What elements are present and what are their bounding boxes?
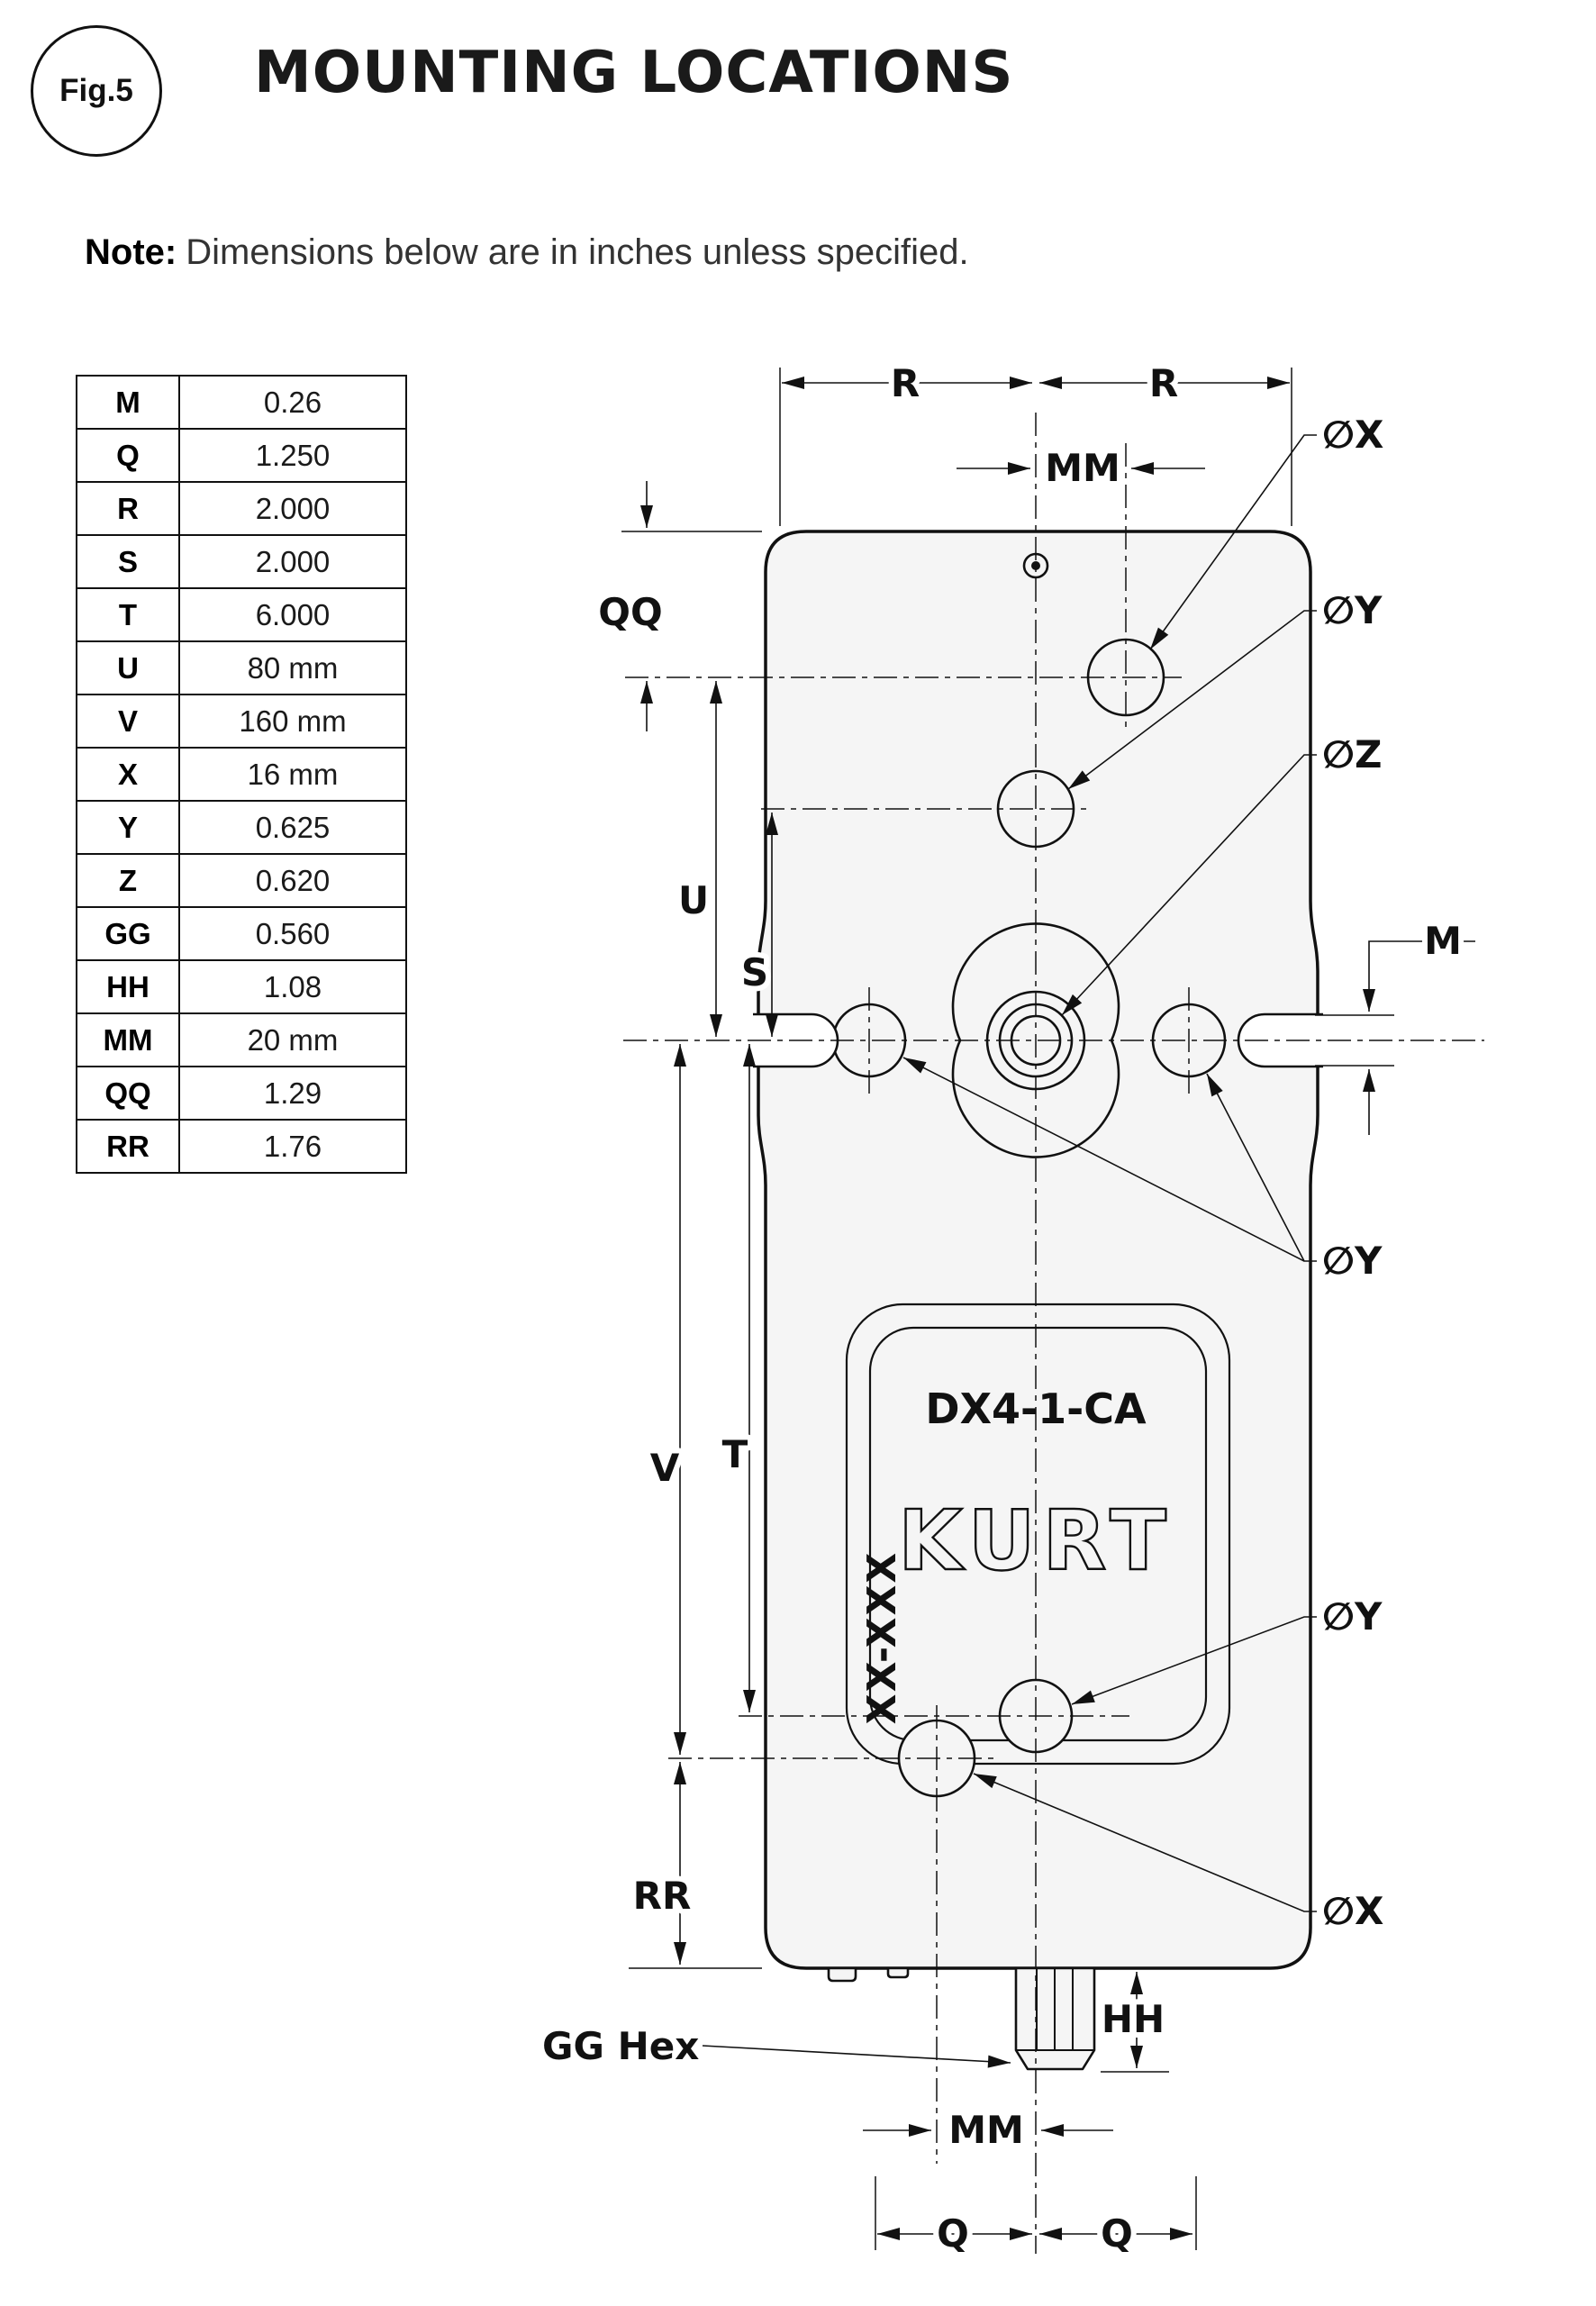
brand-marking: KURT bbox=[898, 1493, 1174, 1589]
vise-body-outline bbox=[757, 530, 1319, 2071]
callout-dia-y-mid: ∅Y bbox=[1322, 1239, 1383, 1283]
note-label: Note: bbox=[85, 232, 177, 272]
dim-label-q-left: Q bbox=[937, 2211, 969, 2256]
dim-label-r-left: R bbox=[891, 361, 920, 405]
dim-label: QQ bbox=[76, 1066, 180, 1121]
dim-label: Q bbox=[76, 428, 180, 483]
extension-lines bbox=[621, 368, 1394, 2250]
dim-label: U bbox=[76, 640, 180, 695]
dim-value: 1.29 bbox=[178, 1066, 407, 1121]
hole-callouts: ∅X ∅Y ∅Z ∅Y ∅Y ∅X bbox=[1317, 407, 1389, 1938]
dim-value: 0.620 bbox=[178, 853, 407, 908]
dim-label: GG bbox=[76, 906, 180, 961]
note-text: Dimensions below are in inches unless sp… bbox=[186, 232, 969, 272]
dim-label-u: U bbox=[678, 878, 709, 922]
callout-dia-x-bottom: ∅X bbox=[1322, 1889, 1383, 1933]
dim-label: Z bbox=[76, 853, 180, 908]
dim-label-gg-hex: GG Hex bbox=[542, 2024, 699, 2068]
callout-dia-y-top: ∅Y bbox=[1322, 588, 1383, 632]
callout-dia-z: ∅Z bbox=[1322, 732, 1382, 776]
dim-value: 1.250 bbox=[178, 428, 407, 483]
dim-value: 1.08 bbox=[178, 959, 407, 1014]
dim-value: 20 mm bbox=[178, 1012, 407, 1067]
dim-label-m: M bbox=[1424, 919, 1462, 963]
dim-value: 16 mm bbox=[178, 747, 407, 802]
dimension-lines bbox=[640, 377, 1475, 2240]
dim-label: MM bbox=[76, 1012, 180, 1067]
dim-label-hh: HH bbox=[1102, 1997, 1165, 2041]
dimension-labels: R R MM QQ U S T V M RR HH MM Q Q GG Hex bbox=[537, 356, 1467, 2261]
dim-label: S bbox=[76, 534, 180, 589]
dim-label-rr: RR bbox=[633, 1874, 692, 1918]
dim-label-mm-bottom: MM bbox=[948, 2108, 1024, 2152]
centerlines bbox=[623, 413, 1484, 2254]
dim-label: R bbox=[76, 481, 180, 536]
callout-dia-y-bottom: ∅Y bbox=[1322, 1594, 1383, 1639]
units-note: Note:Dimensions below are in inches unle… bbox=[85, 232, 969, 273]
pin-hole-center bbox=[1031, 561, 1040, 570]
dim-label-v: V bbox=[650, 1446, 680, 1490]
dim-label-r-right: R bbox=[1149, 361, 1178, 405]
dim-value: 2.000 bbox=[178, 534, 407, 589]
dim-label: X bbox=[76, 747, 180, 802]
dim-label: RR bbox=[76, 1119, 180, 1174]
dim-value: 1.76 bbox=[178, 1119, 407, 1174]
dim-value: 0.625 bbox=[178, 800, 407, 855]
dim-label: M bbox=[76, 375, 180, 430]
dim-label-t: T bbox=[722, 1432, 748, 1476]
dim-label: HH bbox=[76, 959, 180, 1014]
dim-label-s: S bbox=[741, 950, 768, 994]
dim-value: 6.000 bbox=[178, 587, 407, 642]
dim-label: Y bbox=[76, 800, 180, 855]
figure-badge-label: Fig.5 bbox=[59, 73, 133, 108]
dim-label: V bbox=[76, 694, 180, 749]
dim-label: T bbox=[76, 587, 180, 642]
page-title: MOUNTING LOCATIONS bbox=[254, 40, 1014, 106]
callout-dia-x-top: ∅X bbox=[1322, 413, 1383, 457]
dim-value: 2.000 bbox=[178, 481, 407, 536]
dim-value: 160 mm bbox=[178, 694, 407, 749]
callout-leaders bbox=[702, 434, 1317, 2068]
mount-tab bbox=[827, 1966, 857, 1983]
dim-value: 0.560 bbox=[178, 906, 407, 961]
serial-marking: XX-XXX bbox=[859, 1551, 905, 1725]
slot-right bbox=[1237, 1012, 1323, 1068]
figure-badge: Fig.5 bbox=[31, 25, 162, 157]
dim-value: 0.26 bbox=[178, 375, 407, 430]
mount-tab bbox=[886, 1966, 910, 1979]
dim-label-mm-top: MM bbox=[1045, 446, 1120, 490]
dim-label-q-right: Q bbox=[1101, 2211, 1133, 2256]
dim-value: 80 mm bbox=[178, 640, 407, 695]
dim-label-qq: QQ bbox=[598, 590, 662, 634]
hex-drive-shaft bbox=[1014, 1966, 1096, 2071]
